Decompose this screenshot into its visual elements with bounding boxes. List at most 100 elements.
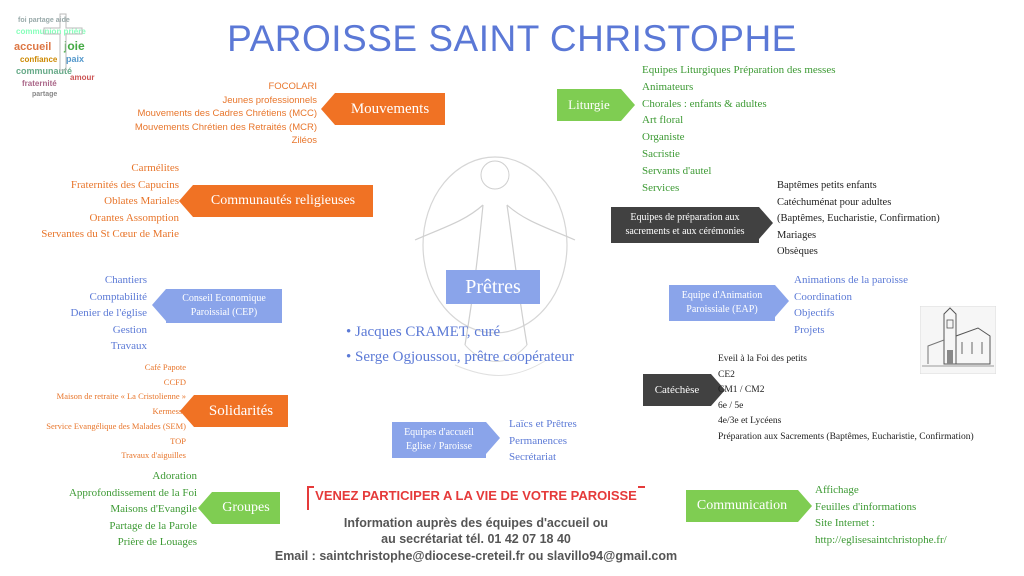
list-item: Mouvements Chrétien des Retraités (MCR) [134,121,317,133]
list-item: CCFD [163,376,186,387]
priest-item: • Serge Ogjoussou, prêtre coopérateur [346,349,574,365]
list-item: Service Evangélique des Malades (SEM) [46,420,186,431]
info-line-1: Information auprès des équipes d'accueil… [343,516,609,530]
page-title: PAROISSE SAINT CHRISTOPHE [227,18,797,59]
list-item: Préparation aux Sacrements (Baptêmes, Eu… [718,431,974,442]
list-item: Chantiers [104,274,147,286]
priest-item: • Jacques CRAMET, curé [346,324,501,340]
list-item: Site Internet : [815,517,875,529]
info-line-2: au secrétariat tél. 01 42 07 18 40 [381,532,571,546]
conseil-list: Chantiers Comptabilité Denier de l'églis… [70,272,147,355]
word-cloud-logo: foi partage aide communion prière accuei… [12,10,114,100]
svg-text:amour: amour [70,73,94,82]
svg-text:partage: partage [32,91,57,98]
solidarites-list: Café Papote CCFD Maison de retraite « La… [46,360,186,463]
list-item: 4e/3e et Lycéens [718,416,782,427]
conseil-tag: Conseil Economique Paroissial (CEP) [152,289,282,323]
list-item: Comptabilité [89,290,147,303]
svg-text:accueil: accueil [14,41,51,53]
list-item: Permanences [509,434,568,447]
svg-text:joie: joie [63,39,85,53]
preparation-tag: Equipes de préparation aux sacrements et… [611,207,773,243]
list-item: Eveil à la Foi des petits [718,354,807,364]
list-item: Organiste [642,131,685,144]
list-item: Servantes du St Cœur de Marie [41,228,179,240]
list-item: CM1 / CM2 [718,385,765,396]
list-item: Projets [794,323,825,336]
list-item: Oblates Mariales [104,195,179,207]
church-drawing [920,306,996,374]
list-item: CE2 [718,369,735,380]
list-item: Affichage [815,484,859,496]
list-item: Secrétariat [509,451,557,463]
list-item: Gestion [112,323,147,336]
list-item: (Baptêmes, Eucharistie, Confirmation) [777,213,940,224]
mouvements-tag: Mouvements [321,93,445,125]
list-item: Partage de la Parole [109,519,197,532]
groupes-tag: Groupes [198,492,280,524]
list-item: Approfondissement de la Foi [68,486,197,499]
list-item: Adoration [152,470,197,482]
list-item: Catéchuménat pour adultes [777,196,892,208]
accueil-list: Laïcs et Prêtres Permanences Secrétariat [509,416,577,466]
christ-figure-drawing [414,156,576,376]
list-item: Travaux d'aiguilles [121,450,186,461]
svg-text:fraternité: fraternité [22,79,57,88]
list-item: Servants d'autel [642,164,712,177]
communautes-list: Carmélites Fraternités des Capucins Obla… [41,160,179,243]
list-item: Café Papote [144,362,186,372]
list-item: Laïcs et Prêtres [509,418,577,430]
groupes-list: Adoration Approfondissement de la Foi Ma… [69,468,197,551]
list-item: Services [642,181,680,194]
cta-text: VENEZ PARTICIPER A LA VIE DE VOTRE PAROI… [315,488,637,503]
communication-tag: Communication [686,490,812,522]
preparation-list: Baptêmes petits enfants Catéchuménat pou… [777,178,940,261]
pretres-box: Prêtres [446,270,540,304]
catechese-tag: Catéchèse [643,374,725,406]
liturgie-list: Equipes Liturgiques Préparation des mess… [642,62,835,196]
list-item: Obsèques [777,246,818,257]
list-item: Travaux [110,340,147,352]
list-item: Equipes Liturgiques Préparation des mess… [642,64,836,76]
communication-list: Affichage Feuilles d'informations Site I… [815,482,947,548]
communautes-tag: Communautés religieuses [179,185,373,217]
eap-tag: Equipe d'Animation Paroissiale (EAP) [669,285,789,321]
list-item: Maisons d'Evangile [110,503,197,515]
list-item: Jeunes professionnels [222,94,317,106]
list-item: Ziléos [291,135,317,146]
svg-text:confiance: confiance [20,55,58,64]
list-item: Feuilles d'informations [815,500,917,513]
list-item: Denier de l'église [70,307,147,319]
list-item: 6e / 5e [718,400,744,411]
list-item: Baptêmes petits enfants [777,180,877,191]
svg-text:foi partage aide: foi partage aide [18,17,70,24]
priest-list: • Jacques CRAMET, curé • Serge Ogjoussou… [346,320,574,370]
list-item: Mariages [777,229,817,241]
list-item: Maison de retraite « La Cristolienne » [56,391,186,402]
list-item[interactable]: http://eglisesaintchristophe.fr/ [815,533,947,546]
list-item: Coordination [794,290,853,303]
list-item: Objectifs [794,307,835,319]
list-item: Animateurs [642,80,694,93]
svg-text:communauté: communauté [16,66,72,76]
list-item: Carmélites [131,162,179,174]
list-item: Kermesse [152,406,186,417]
list-item: Chorales : enfants & adultes [642,97,767,110]
svg-text:paix: paix [66,54,84,64]
liturgie-tag: Liturgie [557,89,635,121]
list-item: Orantes Assomption [89,211,179,224]
list-item: FOCOLARI [268,81,317,92]
catechese-list: Eveil à la Foi des petits CE2 CM1 / CM2 … [718,352,974,446]
solidarites-tag: Solidarités [180,395,288,427]
list-item: Art floral [642,114,684,127]
email-line: Email : saintchristophe@diocese-creteil.… [274,549,678,563]
list-item: Mouvements des Cadres Chrétiens (MCC) [137,108,317,119]
list-item: TOP [170,435,186,446]
eap-list: Animations de la paroisse Coordination O… [794,272,908,338]
list-item: Sacristie [642,147,680,160]
accueil-tag: Equipes d'accueil Eglise / Paroisse [392,422,500,458]
list-item: Fraternités des Capucins [70,178,179,191]
mouvements-list: FOCOLARI Jeunes professionnels Mouvement… [135,80,317,148]
list-item: Prière de Louages [117,536,197,548]
list-item: Animations de la paroisse [794,274,908,286]
